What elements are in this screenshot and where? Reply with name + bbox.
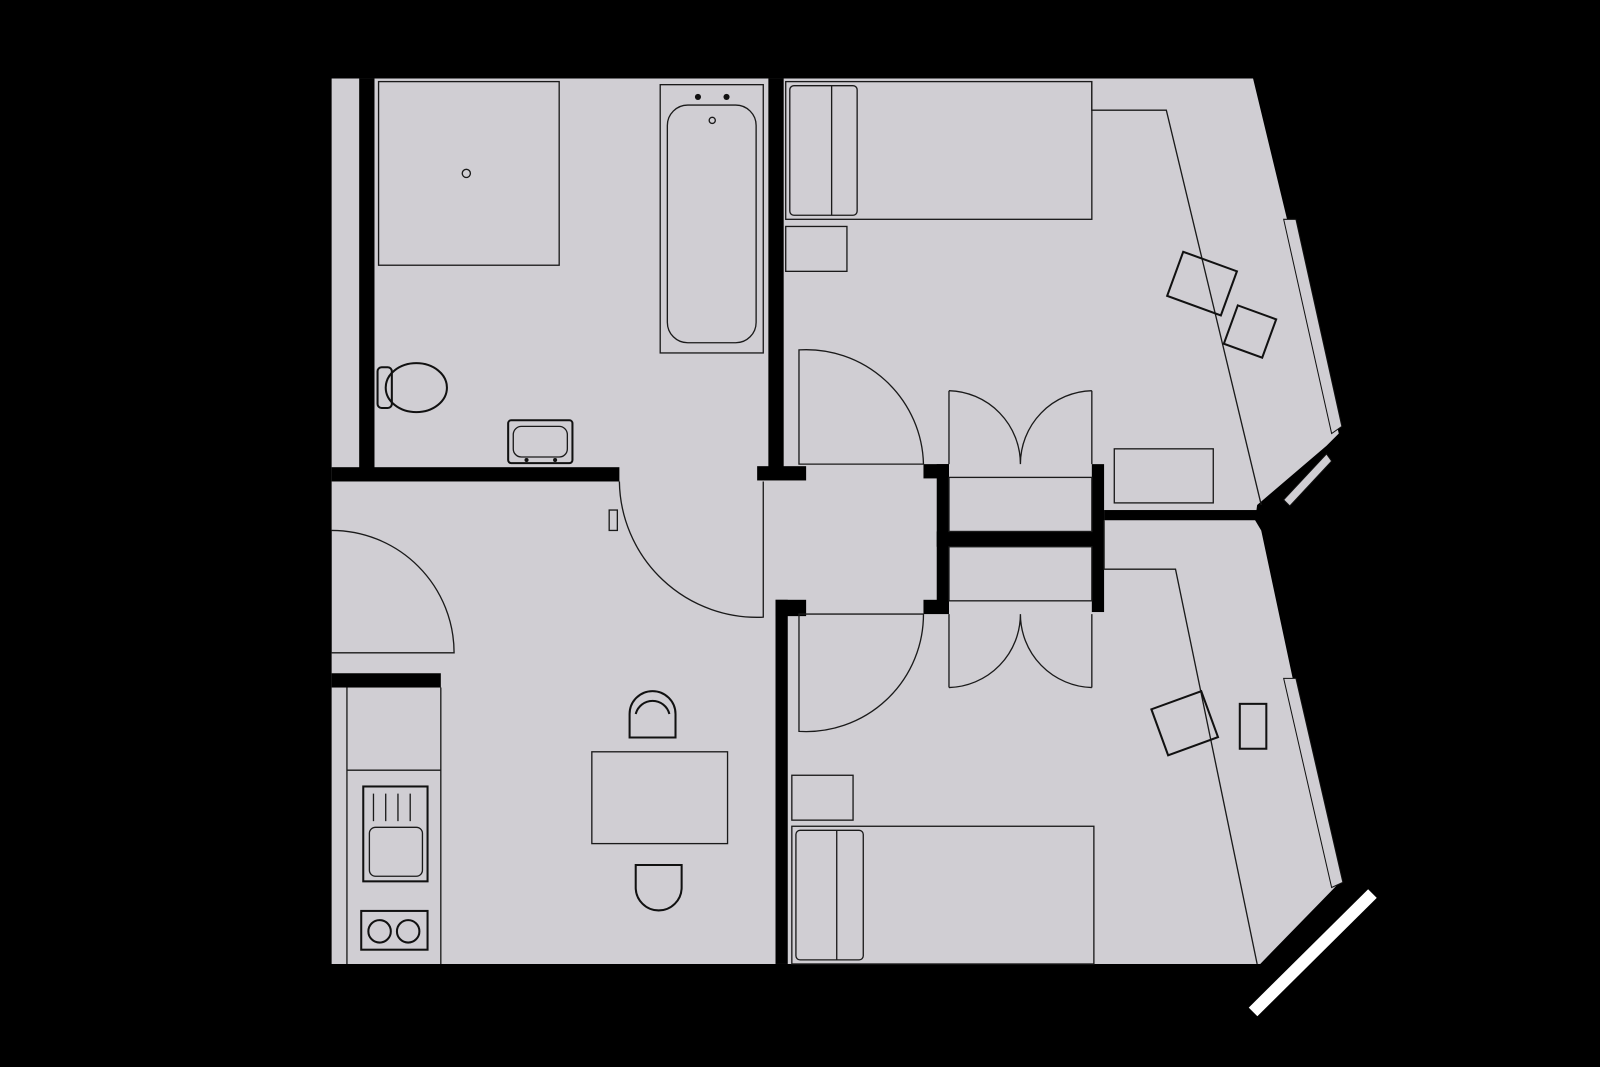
windows bbox=[1248, 218, 1377, 1017]
bathroom bbox=[376, 80, 764, 465]
window-mark bbox=[1248, 889, 1377, 1017]
bedroom-1 bbox=[785, 80, 1278, 506]
toilet-icon bbox=[376, 362, 448, 414]
nightstand-icon bbox=[791, 774, 854, 821]
interior-walls bbox=[331, 78, 1258, 964]
desk-chair-icon bbox=[1150, 689, 1220, 757]
bathtub-icon bbox=[659, 84, 764, 354]
kitchen-sink-icon bbox=[362, 785, 429, 883]
nightstand-icon bbox=[785, 225, 848, 273]
bed-icon bbox=[785, 80, 1093, 220]
entry-door-opening[interactable] bbox=[306, 530, 332, 653]
chair-icon bbox=[628, 690, 677, 739]
door-swing-icon bbox=[798, 613, 925, 733]
laptop-icon bbox=[1238, 702, 1268, 750]
washbasin-icon bbox=[507, 419, 574, 465]
door-swing-icon bbox=[618, 481, 764, 618]
wardrobe-door-icon bbox=[948, 614, 1093, 689]
laptop-icon bbox=[1222, 304, 1278, 359]
hallway bbox=[798, 349, 1093, 733]
door-swing-icon bbox=[798, 349, 925, 465]
bed-icon bbox=[791, 825, 1095, 965]
dining-table-icon bbox=[591, 751, 729, 845]
wardrobe-door-icon bbox=[948, 390, 1093, 465]
living-kitchen bbox=[331, 481, 764, 964]
chair-icon bbox=[634, 864, 683, 912]
hob-icon bbox=[360, 909, 429, 951]
bedroom-2 bbox=[791, 520, 1268, 965]
door-swing-icon bbox=[331, 529, 455, 654]
shower-icon bbox=[377, 80, 560, 266]
floor-area bbox=[331, 78, 1339, 964]
desk-chair-icon bbox=[1165, 250, 1239, 317]
